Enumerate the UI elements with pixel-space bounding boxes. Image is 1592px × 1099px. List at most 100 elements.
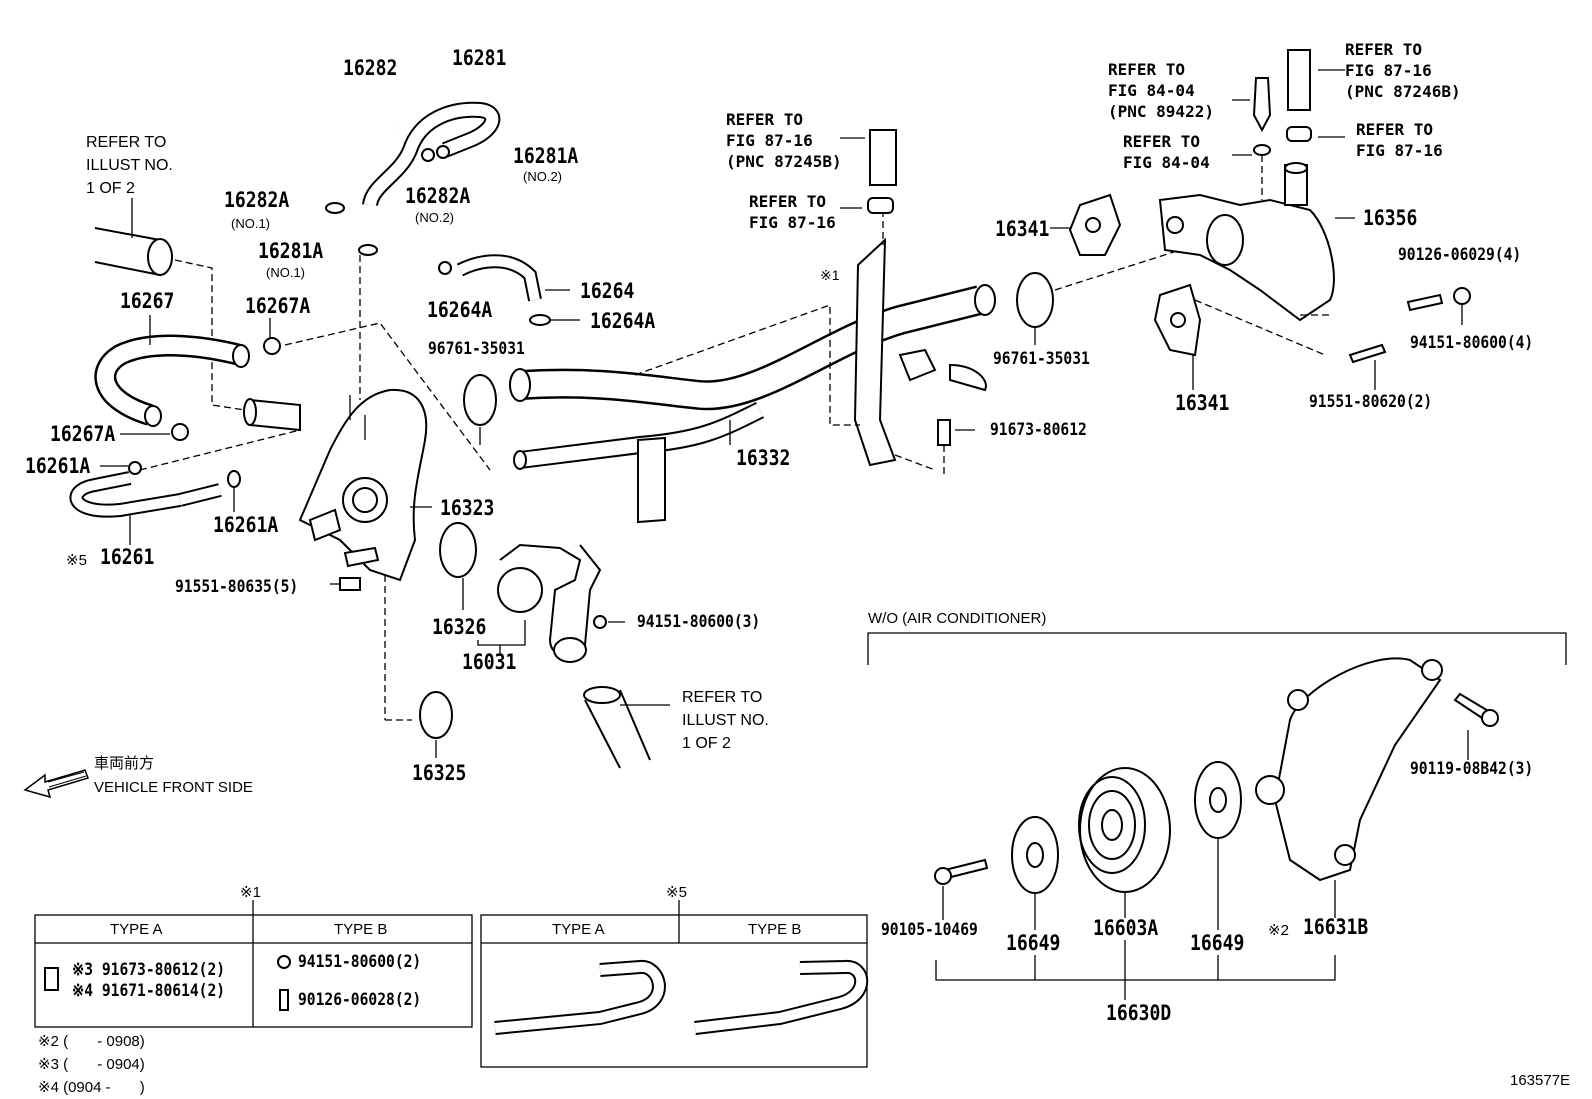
label-16282A-no1: 16282A [224,188,290,212]
label-96761-right: 96761-35031 [993,349,1090,369]
label-16631B-mark: ※2 [1268,922,1289,939]
table1-b-line2: 90126-06028(2) [298,990,422,1010]
label-94151-80600-3: 94151-80600(3) [637,612,761,632]
label-16267A-bottom: 16267A [50,422,116,446]
clamp-16267A-top [263,337,281,355]
table5-mark: ※5 [666,884,687,901]
clamp-16281A-no2 [436,145,450,159]
gasket-96761-left [463,374,497,426]
note-3: ※3 ( - 0904) [38,1056,145,1073]
label-94151-80600-4: 94151-80600(4) [1410,333,1534,353]
label-16649-left: 16649 [1006,931,1061,955]
label-16264: 16264 [580,279,635,303]
refer-fig-87-16-right: REFER TO FIG 87-16 [1356,120,1443,160]
gasket-96761-right [1016,272,1054,328]
note-4: ※4 (0904 - ) [38,1079,145,1096]
vehicle-front-en: VEHICLE FRONT SIDE [94,779,253,796]
label-16282A-no1-sub: (NO.1) [231,216,270,231]
hose-16267 [94,334,250,427]
clamp-16282A-no2 [421,148,435,162]
table5-type-b: TYPE B [748,921,802,938]
table1-type-b: TYPE B [334,921,388,938]
clamp-16281A-no1 [358,244,378,256]
note-2: ※2 ( - 0908) [38,1033,145,1050]
hose-16282 [333,111,397,196]
label-16332: 16332 [736,446,791,470]
label-16031: 16031 [462,650,517,674]
clamp-16261A-right [227,470,241,488]
table1-b-line1: 94151-80600(2) [298,952,422,972]
label-90105-10469: 90105-10469 [881,920,978,940]
sensor-89422 [1252,77,1272,133]
clamp-16264A-left [438,261,452,275]
label-16261A-left: 16261A [25,454,91,478]
refer-fig-87-16-mid: REFER TO FIG 87-16 [749,192,836,232]
label-16630D: 16630D [1106,1001,1172,1025]
label-16341-bottom: 16341 [1175,391,1230,415]
label-16261: 16261 [100,545,155,569]
nut-94151-80600-3 [593,615,607,629]
label-16325: 16325 [412,761,467,785]
water-outlet-16356 [1158,162,1335,322]
label-16631B: 16631B [1303,915,1369,939]
type-a-hose-shape [494,960,666,1035]
label-91551-80635: 91551-80635(5) [175,577,299,597]
plate-16649-left [1011,816,1059,894]
plate-16649-right [1194,761,1242,839]
clamp-16282A-no1 [325,202,345,214]
vehicle-front-arrow [23,769,89,799]
table1-a-line1: ※3 91673-80612(2) [72,960,226,980]
clamp-refer-right [1286,126,1312,142]
hose-16264 [456,254,542,302]
label-16264A-left: 16264A [427,298,493,322]
bolt-91551-80635 [339,577,361,591]
label-91673-80612: 91673-80612 [990,420,1087,440]
label-96761-left: 96761-35031 [428,339,525,359]
nut-94151-80600-4 [1453,287,1471,305]
illustration-code: 163577E [1510,1072,1571,1089]
clamp-16267A-bottom [171,423,189,441]
label-mark-1: ※1 [820,267,840,283]
gasket-16341-top [1068,193,1122,256]
table1-a-line2: ※4 91671-80614(2) [72,981,226,1001]
hose-refer-87246b [1287,49,1311,111]
label-16282A-no2-sub: (NO.2) [415,210,454,225]
table1-type-a: TYPE A [110,921,163,938]
refer-fig-84-04: REFER TO FIG 84-04 [1123,132,1210,172]
label-16261A-right: 16261A [213,513,279,537]
hose-16281 [362,101,501,207]
refer-fig-87-16-pnc-87245b: REFER TO FIG 87-16 (PNC 87245B) [726,110,842,171]
gasket-16326 [439,522,477,578]
wo-air-conditioner-label: W/O (AIR CONDITIONER) [868,610,1047,627]
clamp-refer-8716 [867,197,894,214]
label-16356: 16356 [1363,206,1418,230]
bracket-16631B [1255,657,1443,882]
hose-refer-87245b [869,129,897,186]
label-16282A-no2: 16282A [405,184,471,208]
clamp-16264A-right [529,314,551,326]
water-inlet-16031 [497,543,602,663]
label-16281: 16281 [452,46,507,70]
label-16281A-no2-sub: (NO.2) [523,169,562,184]
label-16261-mark: ※5 [66,552,87,569]
label-90126-06029: 90126-06029(4) [1398,245,1522,265]
clamp-16261A-left [128,461,142,475]
label-16341-top: 16341 [995,217,1050,241]
bolt-91673-80612 [937,419,951,446]
label-16282: 16282 [343,56,398,80]
label-16281A-no2: 16281A [513,144,579,168]
table1-mark: ※1 [240,884,261,901]
type-b-hose-shape [694,960,869,1035]
vehicle-front-jp: 車両前方 [94,755,155,772]
label-16326: 16326 [432,615,487,639]
label-16267A-top: 16267A [245,294,311,318]
washer-8404 [1253,144,1271,156]
pulley-16603A [1078,767,1171,893]
refer-fig-87-16-pnc-87246b: REFER TO FIG 87-16 (PNC 87246B) [1345,40,1461,101]
refer-illust-top: REFER TO ILLUST NO. 1 OF 2 [86,134,173,197]
pipe-refer-illust-top [94,227,173,277]
hose-16261 [69,471,222,518]
gasket-16325 [419,691,453,739]
label-16281A-no1: 16281A [258,239,324,263]
